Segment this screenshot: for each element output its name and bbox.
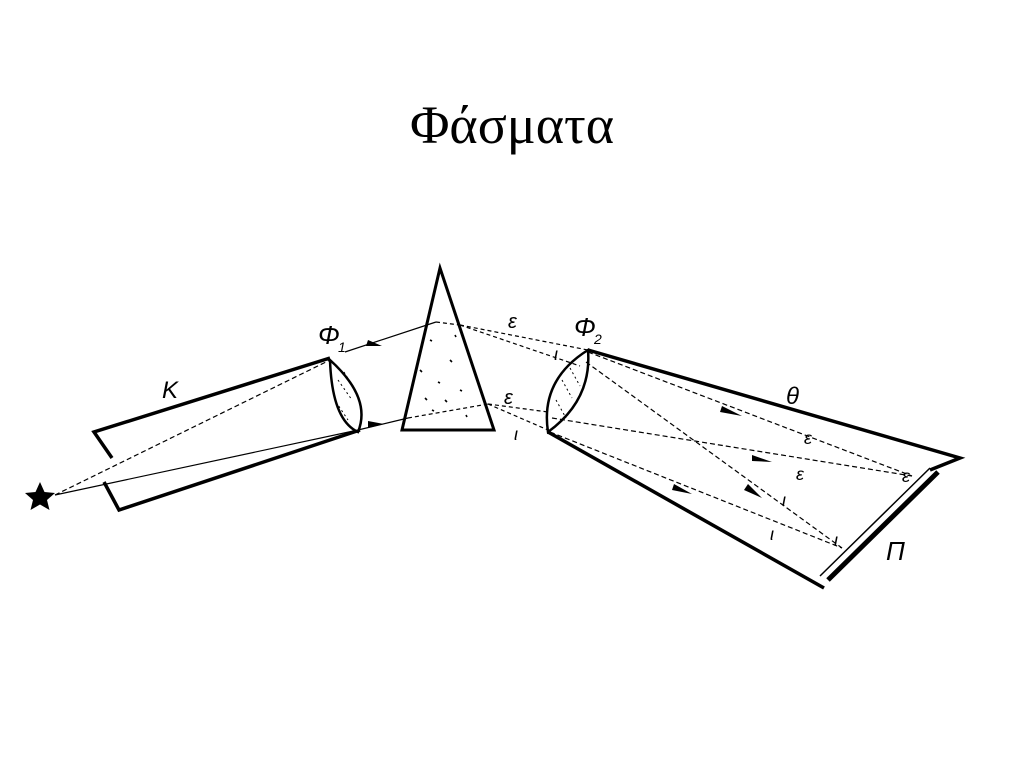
star-icon bbox=[25, 482, 55, 510]
collimator-tube bbox=[91, 356, 361, 513]
label-iota-lower: ι bbox=[514, 424, 518, 444]
label-lens-2-subscript: 2 bbox=[593, 331, 602, 347]
label-lens-1: Φ bbox=[318, 320, 340, 350]
label-iota-focus: ι bbox=[834, 530, 838, 550]
label-epsilon-camera-2: ε bbox=[796, 464, 805, 484]
label-epsilon-upper: ε bbox=[508, 311, 518, 333]
slide-title: Φάσματα bbox=[409, 95, 615, 155]
label-plate: Π bbox=[886, 536, 905, 566]
label-epsilon-lower: ε bbox=[504, 387, 514, 409]
lens-1 bbox=[328, 357, 363, 434]
label-lens-1-subscript: 1 bbox=[338, 339, 346, 355]
label-collimator: K bbox=[162, 377, 179, 404]
diagram-labels: K Φ 1 Φ 2 θ Π ε ε ι ι ε ε ε ι ι ι bbox=[162, 311, 911, 566]
ray-arrows bbox=[366, 340, 772, 498]
light-rays bbox=[54, 321, 913, 549]
label-epsilon-focus: ε bbox=[902, 466, 911, 486]
photographic-plate bbox=[819, 467, 940, 582]
prism bbox=[400, 262, 497, 432]
label-epsilon-camera-1: ε bbox=[804, 428, 813, 448]
label-iota-camera-2: ι bbox=[770, 524, 774, 544]
label-camera: θ bbox=[786, 383, 799, 410]
camera-tube bbox=[547, 348, 966, 590]
label-iota-upper: ι bbox=[554, 344, 558, 364]
label-lens-2: Φ bbox=[574, 312, 596, 342]
label-iota-camera-1: ι bbox=[782, 490, 786, 510]
